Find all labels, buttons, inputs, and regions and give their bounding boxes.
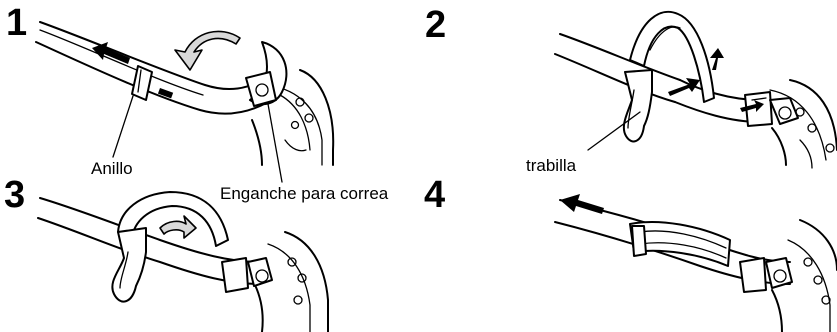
strap-hook-callout-line: [267, 103, 283, 183]
tab-2: [622, 69, 653, 143]
panel-1-illustration: [35, 21, 335, 183]
tab-3: [111, 227, 147, 303]
ring-4: [631, 225, 647, 257]
push-arrow-3: [159, 215, 197, 239]
curved-arrow-1: [174, 30, 241, 71]
strap-pull-arrow-1: [92, 42, 174, 99]
buckle-4: [739, 257, 793, 293]
camera-body-2: [769, 79, 837, 169]
tab-callout-line: [587, 111, 641, 151]
strap-1: [35, 21, 269, 115]
pull-arrows-2: [668, 48, 764, 112]
strap-hook-1: [245, 41, 288, 107]
pull-arrow-4: [560, 194, 604, 214]
ring-label: Anillo: [91, 159, 133, 178]
tab-label: trabilla: [526, 156, 577, 175]
panel-2-illustration: [554, 10, 837, 169]
step-number-2: 2: [425, 4, 447, 46]
ring-1: [131, 65, 153, 101]
strap-hook-label: Enganche para correa: [220, 184, 389, 203]
step-number-1: 1: [6, 2, 28, 44]
strap-2: [554, 10, 761, 123]
panel-4-illustration: [554, 194, 837, 332]
ring-callout-line: [112, 95, 134, 158]
step-number-4: 4: [424, 174, 446, 216]
strap-hook-2: [769, 97, 799, 125]
step-number-3: 3: [4, 174, 26, 216]
panel-3-illustration: [37, 191, 329, 332]
camera-body-3: [254, 231, 329, 332]
buckle-3: [221, 257, 273, 293]
